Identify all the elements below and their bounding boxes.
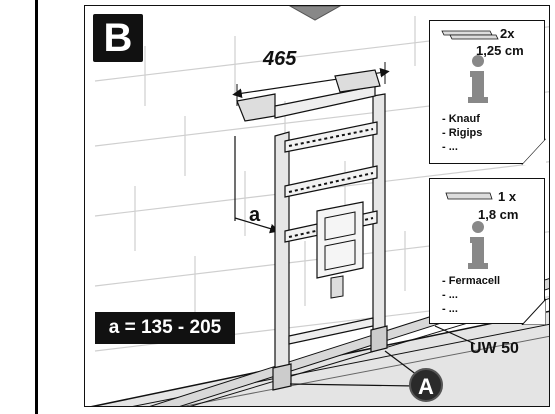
profile-label: UW 50 xyxy=(470,340,519,357)
cistern xyxy=(316,201,364,279)
callout-marker: A xyxy=(409,368,443,402)
board-info-card: 2x 1,25 cm - Knauf - Rigips - ... xyxy=(429,20,546,165)
board-info-card: 1 x 1,8 cm - Fermacell - ... - ... xyxy=(429,178,546,325)
board-quantity: 1 x xyxy=(498,189,517,204)
info-icon xyxy=(468,55,488,103)
board-brand: - ... xyxy=(442,289,458,301)
board-icon xyxy=(445,192,493,200)
board-brand: - Knauf xyxy=(442,113,480,125)
installation-scene xyxy=(90,6,549,406)
dimension-formula: a = 135 - 205 xyxy=(95,312,235,344)
board-brand: - Rigips xyxy=(442,127,483,139)
board-brand: - Fermacell xyxy=(442,275,501,287)
info-icon xyxy=(468,221,488,269)
arrow-down-icon xyxy=(288,6,342,21)
uw-rail xyxy=(149,278,549,406)
board-thickness: 1,8 cm xyxy=(478,207,519,222)
step-badge: B xyxy=(93,14,143,62)
frame-left-post xyxy=(274,131,290,373)
board-icon xyxy=(441,30,493,36)
margin-rule xyxy=(35,0,38,414)
height-dimension-label: a xyxy=(249,204,261,226)
board-thickness: 1,25 cm xyxy=(476,43,524,58)
board-brand: - ... xyxy=(442,141,458,153)
board-quantity: 2x xyxy=(500,26,515,41)
width-dimension: 465 xyxy=(263,48,297,70)
board-brand: - ... xyxy=(442,303,458,315)
instruction-panel: B 465 a a = 135 - 205 UW 50 A 2x 1,25 cm… xyxy=(84,5,550,407)
